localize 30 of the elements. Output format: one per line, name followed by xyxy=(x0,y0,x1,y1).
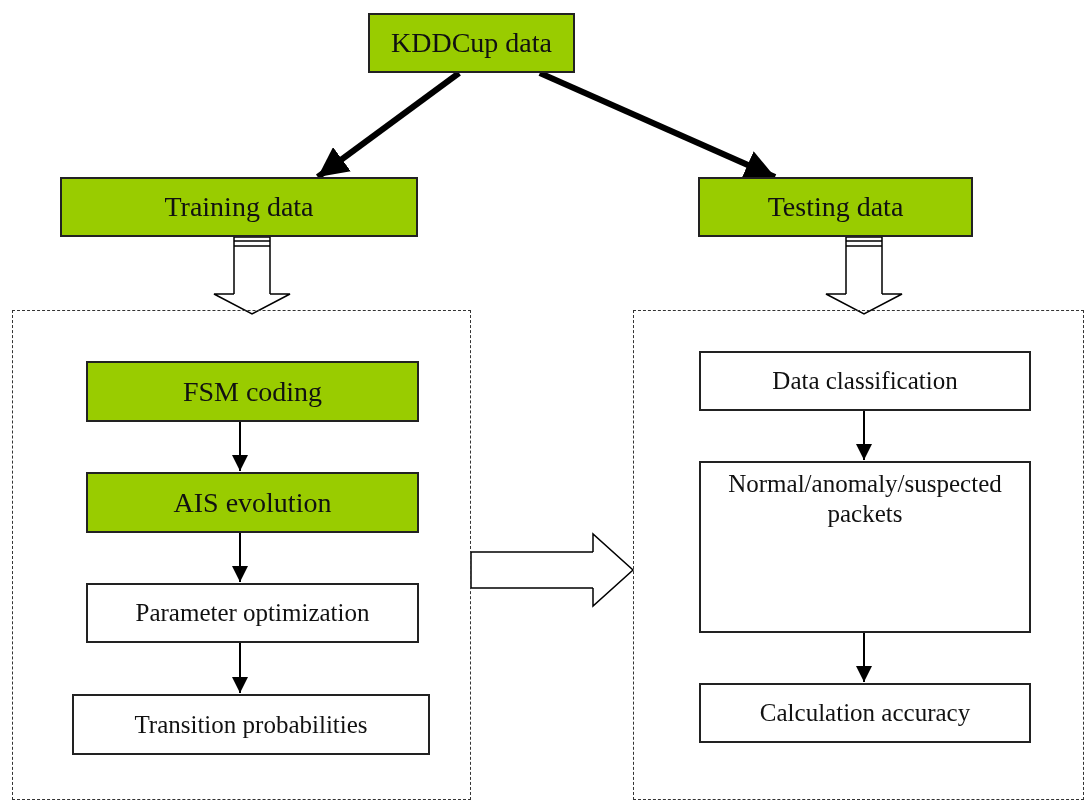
process-box xyxy=(86,472,419,533)
process-box xyxy=(60,177,418,237)
dashed-container xyxy=(633,310,1084,800)
process-box xyxy=(699,351,1031,411)
box-label: Transition probabilities xyxy=(133,709,369,740)
box-label: Training data xyxy=(163,190,315,224)
box-label: Testing data xyxy=(766,190,905,224)
arrow xyxy=(856,409,872,461)
box-label: FSM coding xyxy=(181,374,324,409)
process-box xyxy=(72,694,430,755)
arrow xyxy=(232,531,248,583)
process-box xyxy=(86,583,419,643)
arrow xyxy=(856,631,872,683)
box-label: KDDCup data xyxy=(390,26,553,60)
box-label: Normal/anomaly/suspected packets xyxy=(727,469,1003,529)
box-label: Calculation accuracy xyxy=(758,698,972,728)
arrow xyxy=(232,641,248,694)
block-arrow xyxy=(825,236,903,315)
process-box xyxy=(698,177,973,237)
block-arrow xyxy=(470,533,634,607)
block-arrow xyxy=(213,236,291,315)
process-box xyxy=(699,461,1031,633)
process-box xyxy=(368,13,575,73)
process-box xyxy=(699,683,1031,743)
dashed-container xyxy=(12,310,471,800)
box-label: Parameter optimization xyxy=(134,598,371,628)
box-label: AIS evolution xyxy=(172,485,333,520)
arrow xyxy=(232,420,248,472)
box-label: Data classification xyxy=(771,366,959,396)
process-box xyxy=(86,361,419,422)
